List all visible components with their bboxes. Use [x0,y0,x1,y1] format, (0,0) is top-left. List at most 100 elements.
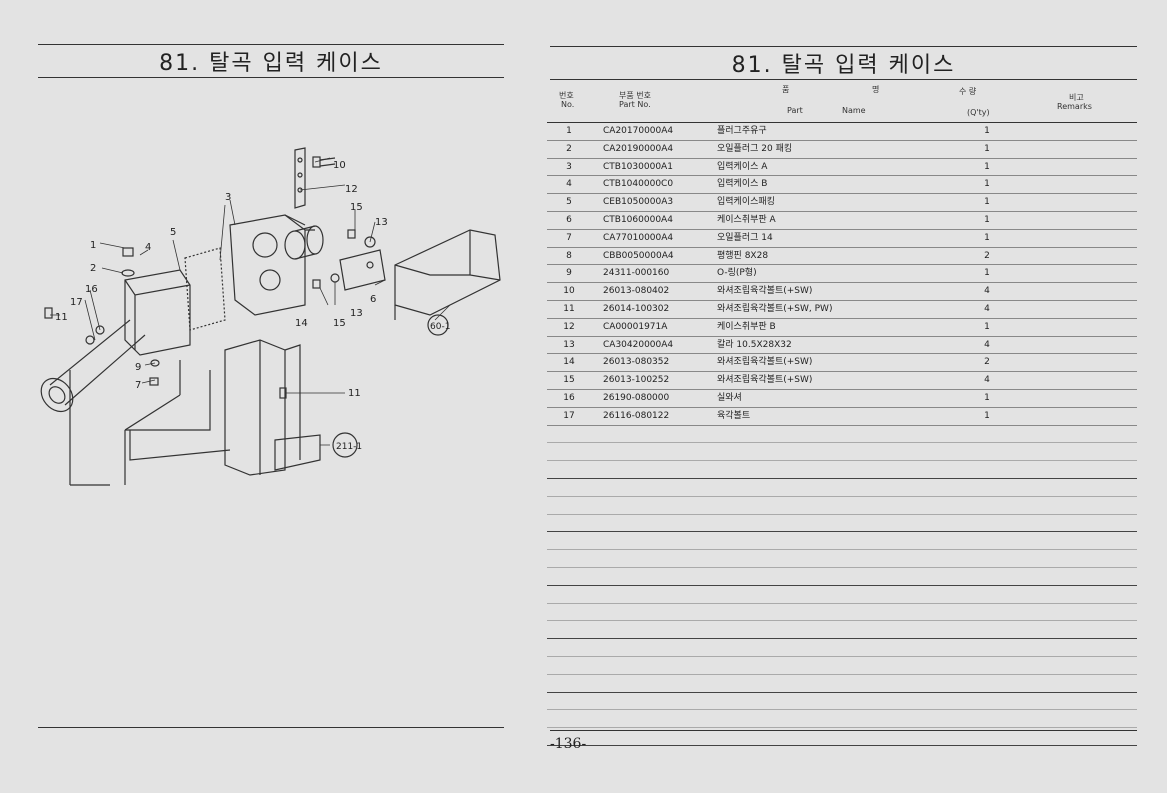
callout-13-bottom: 13 [350,308,363,319]
page-number: -136- [550,736,587,752]
parts-list-title: 81. 탈곡 입력 케이스 [550,46,1137,80]
row-part-number: 26013-080352 [603,357,670,368]
row-number: 9 [566,268,572,279]
row-quantity: 1 [984,214,990,225]
row-quantity: 1 [984,143,990,154]
row-part-name: 칼라 10.5X28X32 [717,339,792,350]
row-quantity: 1 [984,197,990,208]
left-page: 81. 탈곡 입력 케이스 [0,0,540,793]
callout-3: 3 [225,192,231,203]
header-name-ko1: 품 [782,85,790,94]
row-part-number: 26013-080402 [603,286,670,297]
blank-row [547,639,1137,657]
row-number: 13 [563,339,575,350]
row-number: 12 [563,321,575,332]
row-quantity: 4 [984,286,990,297]
blank-row [547,497,1137,515]
header-no-en: No. [561,100,575,109]
row-number: 1 [566,126,572,136]
callout-12: 12 [345,184,358,195]
row-part-number: CA20170000A4 [603,126,674,136]
callout-4: 4 [145,242,151,253]
row-quantity: 1 [984,321,990,332]
row-quantity: 4 [984,339,990,350]
blank-row [547,586,1137,604]
row-part-name: 와셔조립육각볼트(+SW) [717,357,813,368]
row-number: 14 [563,357,575,368]
blank-row [547,604,1137,622]
blank-row [547,621,1137,640]
callout-6: 6 [370,294,376,305]
table-row: 13 CA30420000A4 칼라 10.5X28X32 4 [547,337,1137,355]
callout-10: 10 [333,160,346,171]
row-number: 16 [563,392,575,403]
row-part-name: 와셔조립육각볼트(+SW) [717,286,813,297]
row-part-number: CA30420000A4 [603,339,674,350]
diagram-drawing: 1 2 3 4 5 6 7 9 10 11 11 12 13 13 14 15 … [40,147,501,486]
row-number: 15 [563,375,575,386]
table-blank-rows [547,426,1137,746]
callout-7: 7 [135,380,141,391]
row-part-name: 평행핀 8X28 [717,250,769,261]
row-quantity: 4 [984,303,990,314]
row-part-name: 실와셔 [717,392,742,403]
header-part-ko: 부품 번호 [619,91,651,100]
row-part-name: 입력케이스 B [717,179,768,190]
blank-row [547,568,1137,586]
bottom-divider [550,730,1137,731]
row-number: 7 [566,232,572,243]
blank-row [547,515,1137,533]
callout-1: 1 [90,240,96,251]
header-qty-ko: 수 량 [959,87,977,96]
callout-2: 2 [90,263,96,274]
callout-15-top: 15 [350,202,363,213]
row-part-number: CA20190000A4 [603,143,674,154]
row-part-number: 26013-100252 [603,375,670,386]
table-header: 번호 No. 부품 번호 Part No. 품 명 Part Name 수 량 … [547,82,1137,123]
row-number: 8 [566,250,572,261]
table-row: 10 26013-080402 와셔조립육각볼트(+SW) 4 [547,283,1137,301]
blank-row [547,426,1137,444]
row-quantity: 2 [984,357,990,368]
row-number: 6 [566,214,572,225]
table-row: 4 CTB1040000C0 입력케이스 B 1 [547,176,1137,195]
row-quantity: 1 [984,179,990,190]
row-number: 4 [566,179,572,190]
row-part-name: 케이스취부판 B [717,321,776,332]
callout-9: 9 [135,362,141,373]
row-part-name: 오일플러그 20 패킹 [717,143,793,154]
callout-11: 11 [348,388,361,399]
blank-row [547,693,1137,711]
row-part-number: CBB0050000A4 [603,250,674,261]
header-name-en2: Name [842,106,866,115]
row-number: 3 [566,161,572,172]
row-part-number: CTB1040000C0 [603,179,674,190]
exploded-parts-diagram: 1 2 3 4 5 6 7 9 10 11 11 12 13 13 14 15 … [30,130,530,500]
row-part-number: CEB1050000A3 [603,197,674,208]
blank-row [547,443,1137,462]
row-part-name: 육각볼트 [717,410,751,421]
table-row: 5 CEB1050000A3 입력케이스패킹 1 [547,194,1137,212]
header-remarks-ko: 비고 [1069,93,1084,102]
row-part-name: 케이스취부판 A [717,214,776,225]
bottom-divider [38,727,504,728]
row-part-name: 플러그주유구 [717,126,767,136]
row-part-number: 26116-080122 [603,410,670,421]
callout-17: 17 [70,297,83,308]
row-part-name: 입력케이스패킹 [717,197,775,208]
row-quantity: 1 [984,268,990,279]
row-quantity: 1 [984,126,990,136]
row-quantity: 1 [984,392,990,403]
ref-60-1: 60-1 [430,322,450,332]
row-part-number: 24311-000160 [603,268,670,279]
callout-14: 14 [295,318,308,329]
row-number: 5 [566,197,572,208]
row-number: 10 [563,286,575,297]
blank-row [547,675,1137,693]
